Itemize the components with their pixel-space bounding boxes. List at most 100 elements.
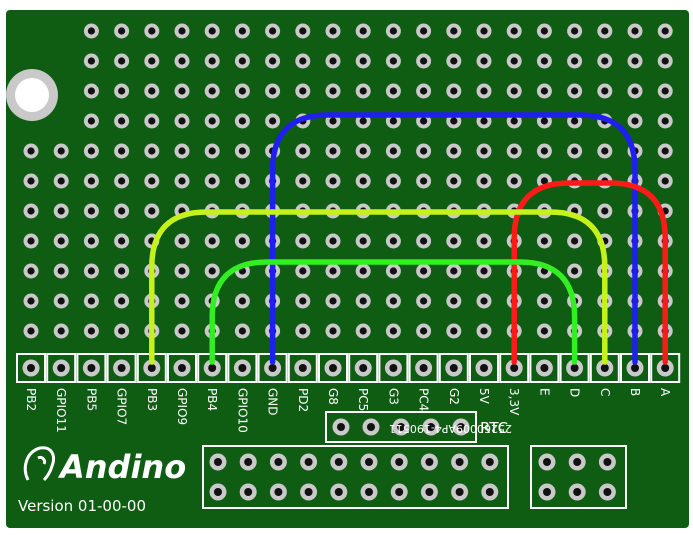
- through-hole-pad: [355, 233, 371, 249]
- through-hole-pad: [567, 53, 583, 69]
- through-hole-pad: [114, 83, 130, 99]
- connector-pin-pad: [451, 483, 469, 501]
- through-hole-pad: [83, 23, 99, 39]
- through-hole-pad: [83, 323, 99, 339]
- through-hole-pad: [567, 233, 583, 249]
- through-hole-pad: [144, 53, 160, 69]
- through-hole-pad: [567, 83, 583, 99]
- through-hole-pad: [325, 323, 341, 339]
- version-label: Version 01-00-00: [18, 497, 146, 515]
- through-hole-pad: [23, 263, 39, 279]
- through-hole-pad: [234, 23, 250, 39]
- connector-pin-pad: [538, 483, 556, 501]
- through-hole-pad: [597, 83, 613, 99]
- rtc-pin-pad: [392, 418, 410, 436]
- through-hole-pad: [174, 173, 190, 189]
- through-hole-pad: [385, 173, 401, 189]
- through-hole-pad: [385, 23, 401, 39]
- pin-label-a: A: [658, 388, 672, 397]
- through-hole-pad: [114, 263, 130, 279]
- through-hole-pad: [597, 23, 613, 39]
- through-hole-pad: [355, 323, 371, 339]
- through-hole-pad: [83, 233, 99, 249]
- through-hole-pad: [53, 143, 69, 159]
- connector-pin-pad: [300, 483, 318, 501]
- through-hole-pad: [476, 53, 492, 69]
- through-hole-pad: [53, 293, 69, 309]
- rtc-pin-pad: [422, 418, 440, 436]
- through-hole-pad: [325, 53, 341, 69]
- connector-pin-pad: [390, 453, 408, 471]
- pin-label-pb3: PB3: [145, 388, 159, 411]
- through-hole-pad: [446, 173, 462, 189]
- through-hole-pad: [597, 53, 613, 69]
- through-hole-pad: [476, 323, 492, 339]
- andino-logo: Andino: [23, 446, 186, 486]
- through-hole-pad: [114, 113, 130, 129]
- pin-label-gpio11: GPIO11: [54, 388, 68, 433]
- connector-pin-pad: [451, 453, 469, 471]
- through-hole-pad: [23, 143, 39, 159]
- pin-label-c: C: [598, 388, 612, 396]
- wire-green: [209, 259, 578, 365]
- through-hole-pad: [416, 293, 432, 309]
- rtc-pin-pad: [362, 418, 380, 436]
- through-hole-pad: [83, 263, 99, 279]
- header-pin-pad: [656, 359, 674, 377]
- through-hole-pad: [355, 53, 371, 69]
- through-hole-pad: [23, 323, 39, 339]
- through-hole-pad: [476, 143, 492, 159]
- pin-label-e: E: [537, 388, 551, 396]
- header-pin-pad: [535, 359, 553, 377]
- connector-pin-pad: [390, 483, 408, 501]
- through-hole-pad: [295, 293, 311, 309]
- through-hole-pad: [476, 233, 492, 249]
- through-hole-pad: [476, 83, 492, 99]
- through-hole-pad: [234, 113, 250, 129]
- through-hole-pad: [265, 113, 281, 129]
- through-hole-pad: [446, 53, 462, 69]
- through-hole-pad: [114, 323, 130, 339]
- through-hole-pad: [627, 83, 643, 99]
- through-hole-pad: [536, 83, 552, 99]
- connector-pin-pad: [420, 483, 438, 501]
- connector-pin-pad: [209, 483, 227, 501]
- through-hole-pad: [536, 143, 552, 159]
- through-hole-pad: [295, 83, 311, 99]
- pin-label-g2: G2: [447, 388, 461, 405]
- through-hole-pad: [144, 143, 160, 159]
- through-hole-pad: [476, 173, 492, 189]
- pin-label-pb5: PB5: [84, 388, 98, 411]
- through-hole-pad: [385, 83, 401, 99]
- pin-label-gpio9: GPIO9: [175, 388, 189, 425]
- connector-pin-pad: [360, 453, 378, 471]
- through-hole-pad: [114, 233, 130, 249]
- through-hole-pad: [355, 83, 371, 99]
- connector-pin-pad: [598, 453, 616, 471]
- pin-header: [16, 353, 681, 383]
- through-hole-pad: [416, 143, 432, 159]
- through-hole-pad: [325, 293, 341, 309]
- through-hole-pad: [174, 83, 190, 99]
- header-pin-pad: [203, 359, 221, 377]
- wire-yellow: [149, 209, 608, 365]
- through-hole-pad: [325, 23, 341, 39]
- through-hole-pad: [325, 233, 341, 249]
- through-hole-pad: [657, 143, 673, 159]
- through-hole-pad: [416, 53, 432, 69]
- through-hole-pad: [657, 53, 673, 69]
- through-hole-pad: [53, 233, 69, 249]
- brand-name: Andino: [57, 448, 186, 486]
- serial-number: 25260009AP4-190511: [389, 422, 512, 435]
- through-hole-pad: [325, 83, 341, 99]
- header-pin-pad: [52, 359, 70, 377]
- header-pin-pad: [113, 359, 131, 377]
- through-hole-pad: [567, 23, 583, 39]
- through-hole-pad: [23, 233, 39, 249]
- through-hole-pad: [627, 113, 643, 129]
- connector-pin-pad: [300, 453, 318, 471]
- through-hole-pad: [204, 263, 220, 279]
